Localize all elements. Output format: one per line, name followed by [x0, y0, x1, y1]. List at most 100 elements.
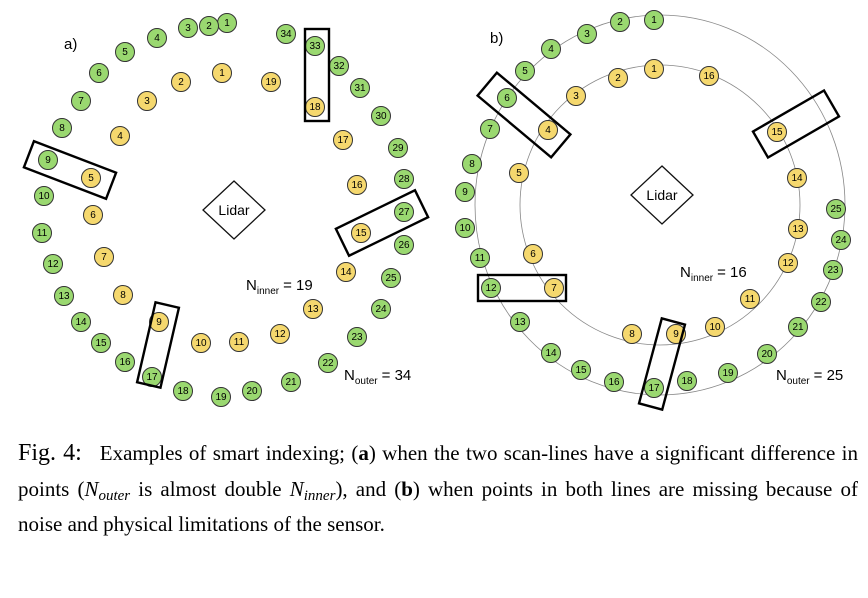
outer-point-label: 4 — [548, 44, 554, 55]
outer-point-marker — [32, 223, 52, 243]
outer-point-label: 13 — [58, 291, 70, 302]
inner-point-13: 13 — [788, 219, 808, 239]
outer-point-marker — [34, 186, 54, 206]
outer-point-marker — [199, 16, 219, 36]
outer-point-label: 5 — [522, 66, 528, 77]
outer-point-13: 13 — [510, 312, 530, 332]
inner-point-8: 8 — [113, 285, 133, 305]
outer-point-33: 33 — [305, 36, 325, 56]
inner-point-marker — [740, 289, 760, 309]
lidar-label: Lidar — [218, 202, 249, 218]
outer-point-34: 34 — [276, 24, 296, 44]
inner-point-marker — [137, 91, 157, 111]
outer-point-marker — [115, 352, 135, 372]
outer-point-label: 25 — [385, 273, 397, 284]
outer-point-label: 1 — [651, 15, 657, 26]
inner-point-marker — [608, 68, 628, 88]
inner-point-label: 4 — [117, 131, 123, 142]
inner-point-label: 19 — [265, 77, 277, 88]
lidar-diamond — [202, 180, 266, 240]
inner-point-7: 7 — [544, 278, 564, 298]
inner-point-label: 6 — [90, 210, 96, 221]
inner-point-label: 1 — [219, 68, 225, 79]
outer-point-marker — [571, 360, 591, 380]
outer-point-24: 24 — [831, 230, 851, 250]
inner-point-12: 12 — [778, 253, 798, 273]
outer-point-label: 26 — [398, 240, 410, 251]
outer-point-marker — [481, 278, 501, 298]
outer-point-26: 26 — [394, 235, 414, 255]
inner-point-marker — [566, 86, 586, 106]
inner-point-marker — [113, 285, 133, 305]
inner-point-10: 10 — [705, 317, 725, 337]
highlight-box-14-9 — [637, 316, 687, 412]
inner-point-2: 2 — [608, 68, 628, 88]
outer-point-label: 17 — [648, 383, 660, 394]
inner-point-3: 3 — [137, 91, 157, 111]
inner-point-2: 2 — [171, 72, 191, 92]
highlight-box-8-5 — [22, 139, 118, 201]
outer-point-13: 13 — [54, 286, 74, 306]
outer-point-label: 11 — [37, 228, 48, 239]
inner-point-11: 11 — [229, 332, 249, 352]
inner-point-marker — [787, 168, 807, 188]
outer-point-marker — [347, 327, 367, 347]
outer-point-marker — [173, 381, 193, 401]
inner-point-12: 12 — [270, 324, 290, 344]
inner-point-label: 6 — [530, 249, 536, 260]
highlight-box-6-4 — [475, 70, 573, 160]
outer-point-11: 11 — [32, 223, 52, 243]
inner-point-label: 2 — [178, 77, 184, 88]
inner-point-marker — [83, 205, 103, 225]
inner-point-label: 12 — [274, 329, 286, 340]
inner-point-marker — [270, 324, 290, 344]
inner-point-5: 5 — [509, 163, 529, 183]
inner-point-label: 3 — [144, 96, 150, 107]
inner-point-14: 14 — [787, 168, 807, 188]
inner-point-marker — [149, 312, 169, 332]
inner-point-13: 13 — [303, 299, 323, 319]
outer-point-label: 10 — [459, 223, 471, 234]
outer-point-marker — [211, 387, 231, 407]
n-outer-label-a: Nouter= 34 — [344, 367, 411, 387]
outer-point-label: 23 — [351, 332, 363, 343]
inner-point-marker — [644, 59, 664, 79]
outer-point-marker — [823, 260, 843, 280]
outer-point-label: 7 — [487, 124, 493, 135]
inner-point-marker — [699, 66, 719, 86]
outer-point-marker — [381, 268, 401, 288]
outer-point-marker — [318, 353, 338, 373]
outer-point-label: 33 — [309, 41, 321, 52]
outer-point-label: 32 — [333, 61, 345, 72]
outer-point-label: 20 — [246, 386, 258, 397]
inner-point-label: 16 — [351, 180, 363, 191]
outer-point-label: 22 — [815, 297, 827, 308]
outer-point-20: 20 — [242, 381, 262, 401]
inner-point-label: 9 — [673, 329, 679, 340]
outer-point-22: 22 — [811, 292, 831, 312]
outer-point-label: 3 — [185, 23, 191, 34]
outer-point-label: 34 — [280, 29, 292, 40]
outer-point-label: 30 — [375, 111, 387, 122]
n-inner-label-b: Ninner= 16 — [680, 264, 747, 284]
inner-point-marker — [94, 247, 114, 267]
inner-point-16: 16 — [699, 66, 719, 86]
outer-point-label: 28 — [398, 174, 410, 185]
inner-point-marker — [767, 122, 787, 142]
outer-point-marker — [831, 230, 851, 250]
inner-point-10: 10 — [191, 333, 211, 353]
outer-point-marker — [515, 61, 535, 81]
outer-point-marker — [115, 42, 135, 62]
outer-point-25: 25 — [826, 199, 846, 219]
inner-point-marker — [212, 63, 232, 83]
outer-point-17: 17 — [644, 378, 664, 398]
outer-point-label: 10 — [38, 191, 50, 202]
outer-point-label: 14 — [75, 317, 87, 328]
inner-point-label: 5 — [88, 173, 94, 184]
outer-point-label: 16 — [608, 377, 620, 388]
outer-point-marker — [604, 372, 624, 392]
outer-point-label: 17 — [146, 372, 158, 383]
inner-point-label: 10 — [709, 322, 721, 333]
inner-point-17: 17 — [333, 130, 353, 150]
inner-point-label: 1 — [651, 64, 657, 75]
